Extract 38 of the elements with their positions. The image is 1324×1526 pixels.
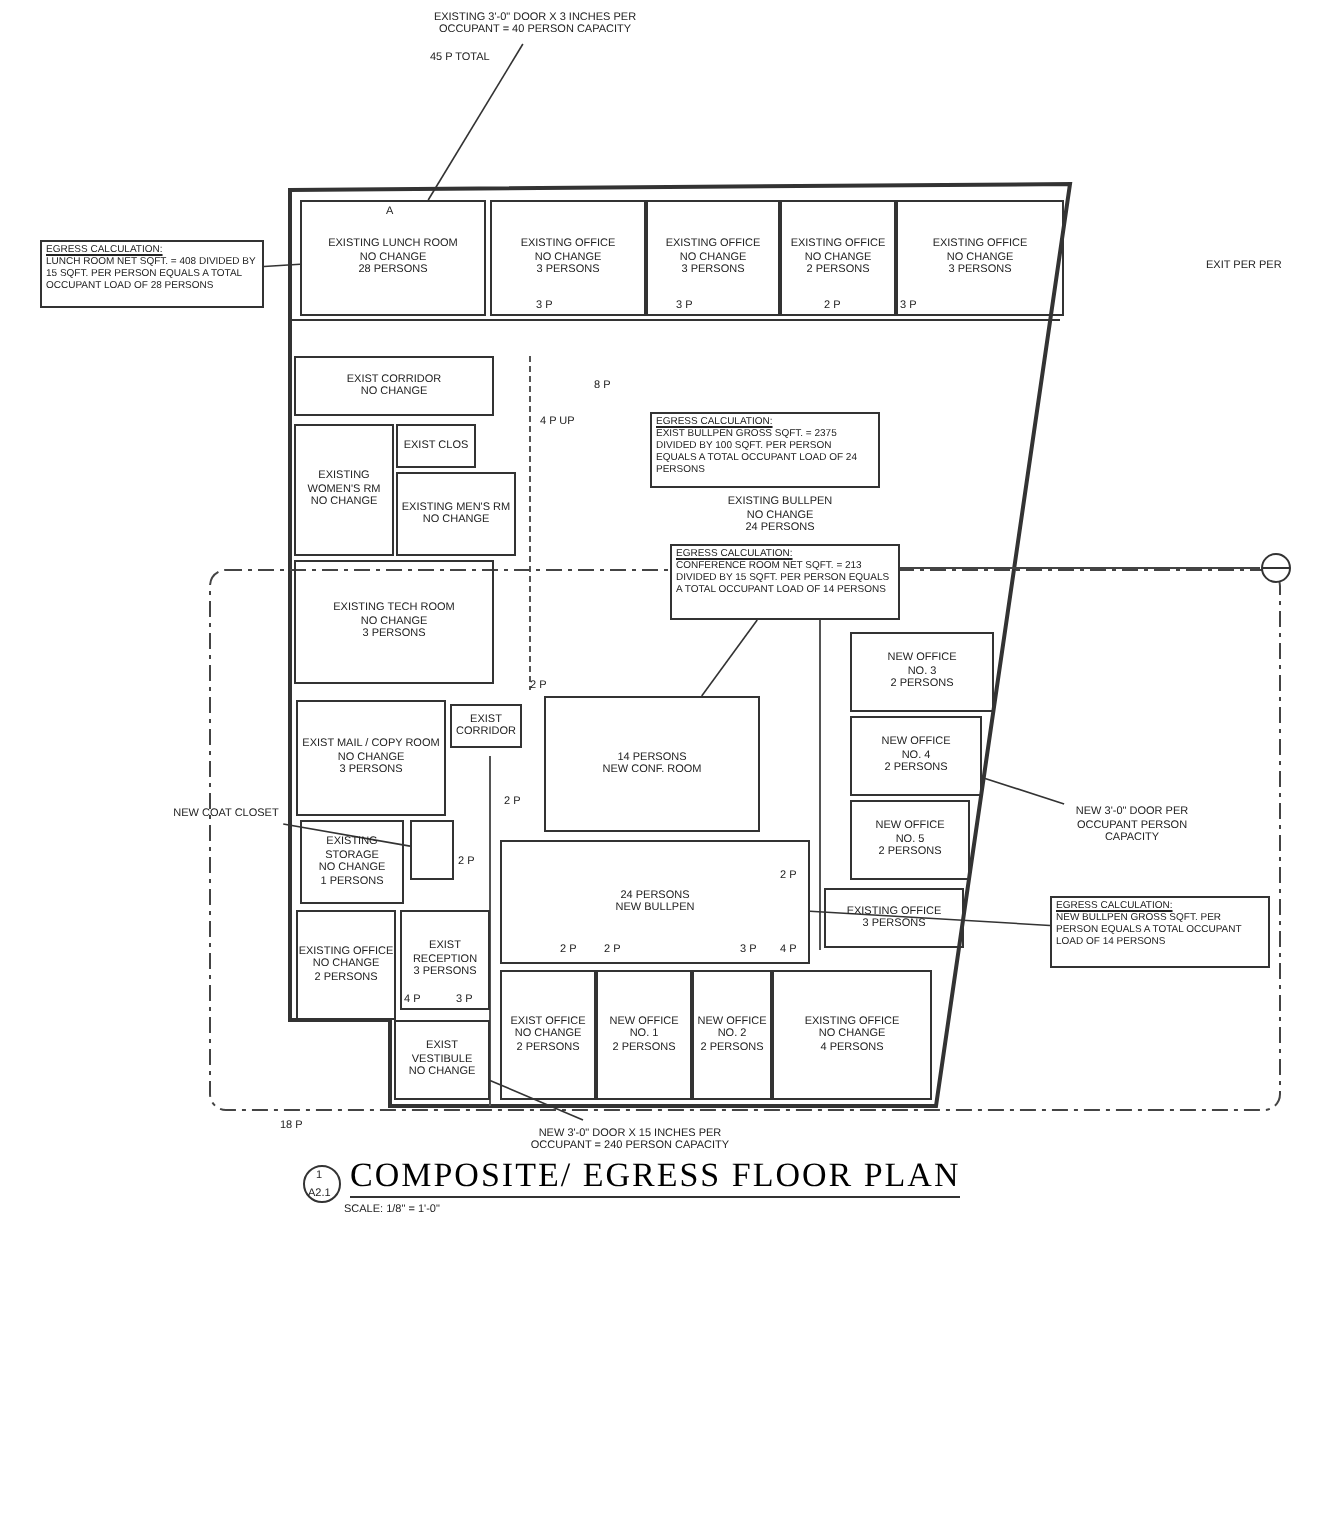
leader-line [700,619,759,697]
room-outline [300,200,486,316]
leader-line [981,776,1065,805]
room-outline [294,356,494,416]
room-outline [294,560,494,684]
leader-line [809,910,1051,927]
calculation-box [40,240,264,308]
drawing-title: COMPOSITE/ EGRESS FLOOR PLAN [350,1156,961,1198]
leader-line [263,263,301,268]
room-outline [772,970,932,1100]
room-outline [596,970,692,1100]
room-outline [824,888,964,948]
room-outline [850,632,994,712]
closet-outline [410,820,454,880]
room-outline [394,1020,490,1100]
room-outline [396,424,476,468]
room-outline [296,910,396,1020]
room-outline [544,696,760,832]
calculation-box [650,412,880,488]
room-outline [850,800,970,880]
leader-line [427,43,524,201]
room-outline [500,840,810,964]
room-outline [692,970,772,1100]
room-outline [300,820,404,904]
room-outline [500,970,596,1100]
room-outline [294,424,394,556]
room-outline [296,700,446,816]
room-outline [850,716,982,796]
room-outline [400,910,490,1010]
room-outline [780,200,896,316]
room-outline [646,200,780,316]
calculation-box [670,544,900,620]
room-outline [490,200,646,316]
calculation-box [1050,896,1270,968]
leader-line [489,1079,584,1121]
room-outline [396,472,516,556]
room-outline [896,200,1064,316]
room-outline [450,704,522,748]
